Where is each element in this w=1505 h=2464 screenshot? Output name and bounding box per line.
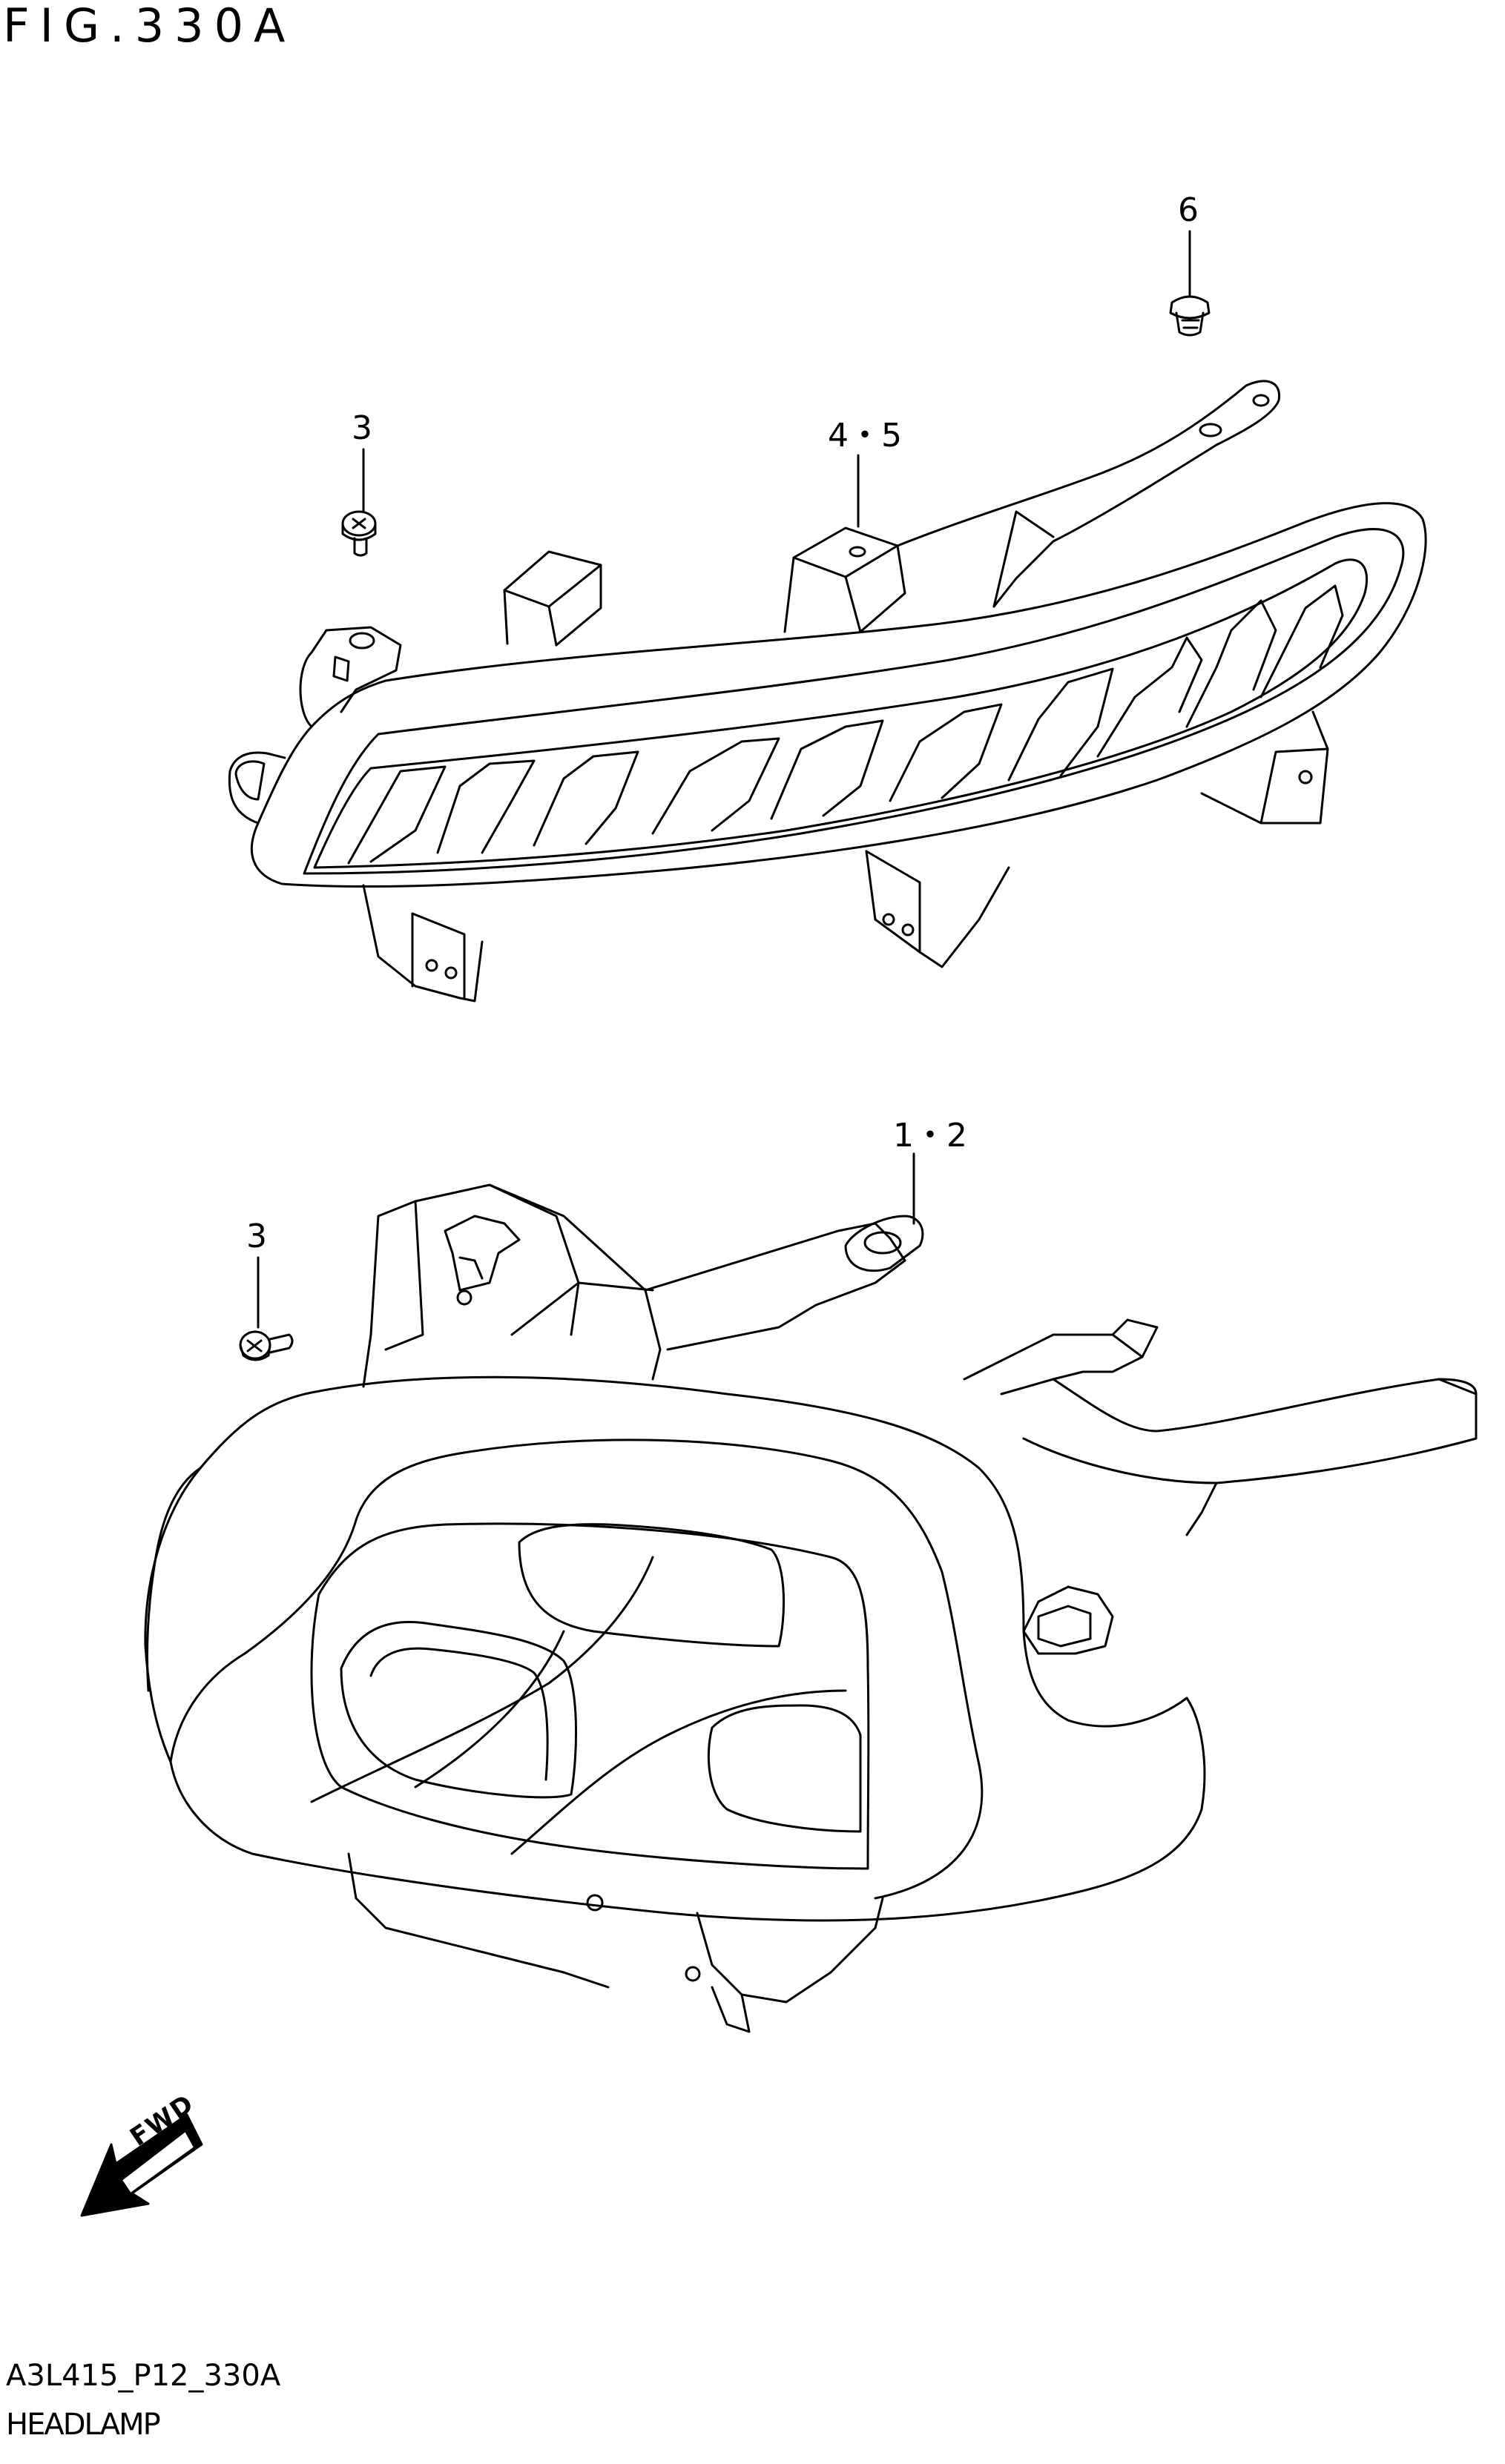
callout-part-6: 6	[1178, 191, 1199, 229]
clip-fastener-icon	[1169, 295, 1211, 337]
fwd-direction-arrow-icon	[80, 2113, 203, 2217]
callout-part-3-upper: 3	[352, 409, 372, 447]
screw-upper-icon	[341, 510, 377, 557]
callout-part-4-5: 4・5	[828, 417, 902, 455]
position-lamp-assembly	[228, 380, 1427, 1003]
drawing-code: A3L415_P12_330A	[6, 2359, 281, 2393]
main-headlamp-assembly	[144, 1183, 1478, 2033]
figure-title: FIG.330A	[3, 0, 296, 53]
drawing-name: HEADLAMP	[6, 2408, 161, 2442]
callout-part-1-2: 1・2	[893, 1117, 967, 1155]
callout-part-3-lower: 3	[246, 1218, 267, 1255]
leader-lines	[257, 230, 1191, 1329]
screw-lower-icon	[239, 1330, 294, 1361]
